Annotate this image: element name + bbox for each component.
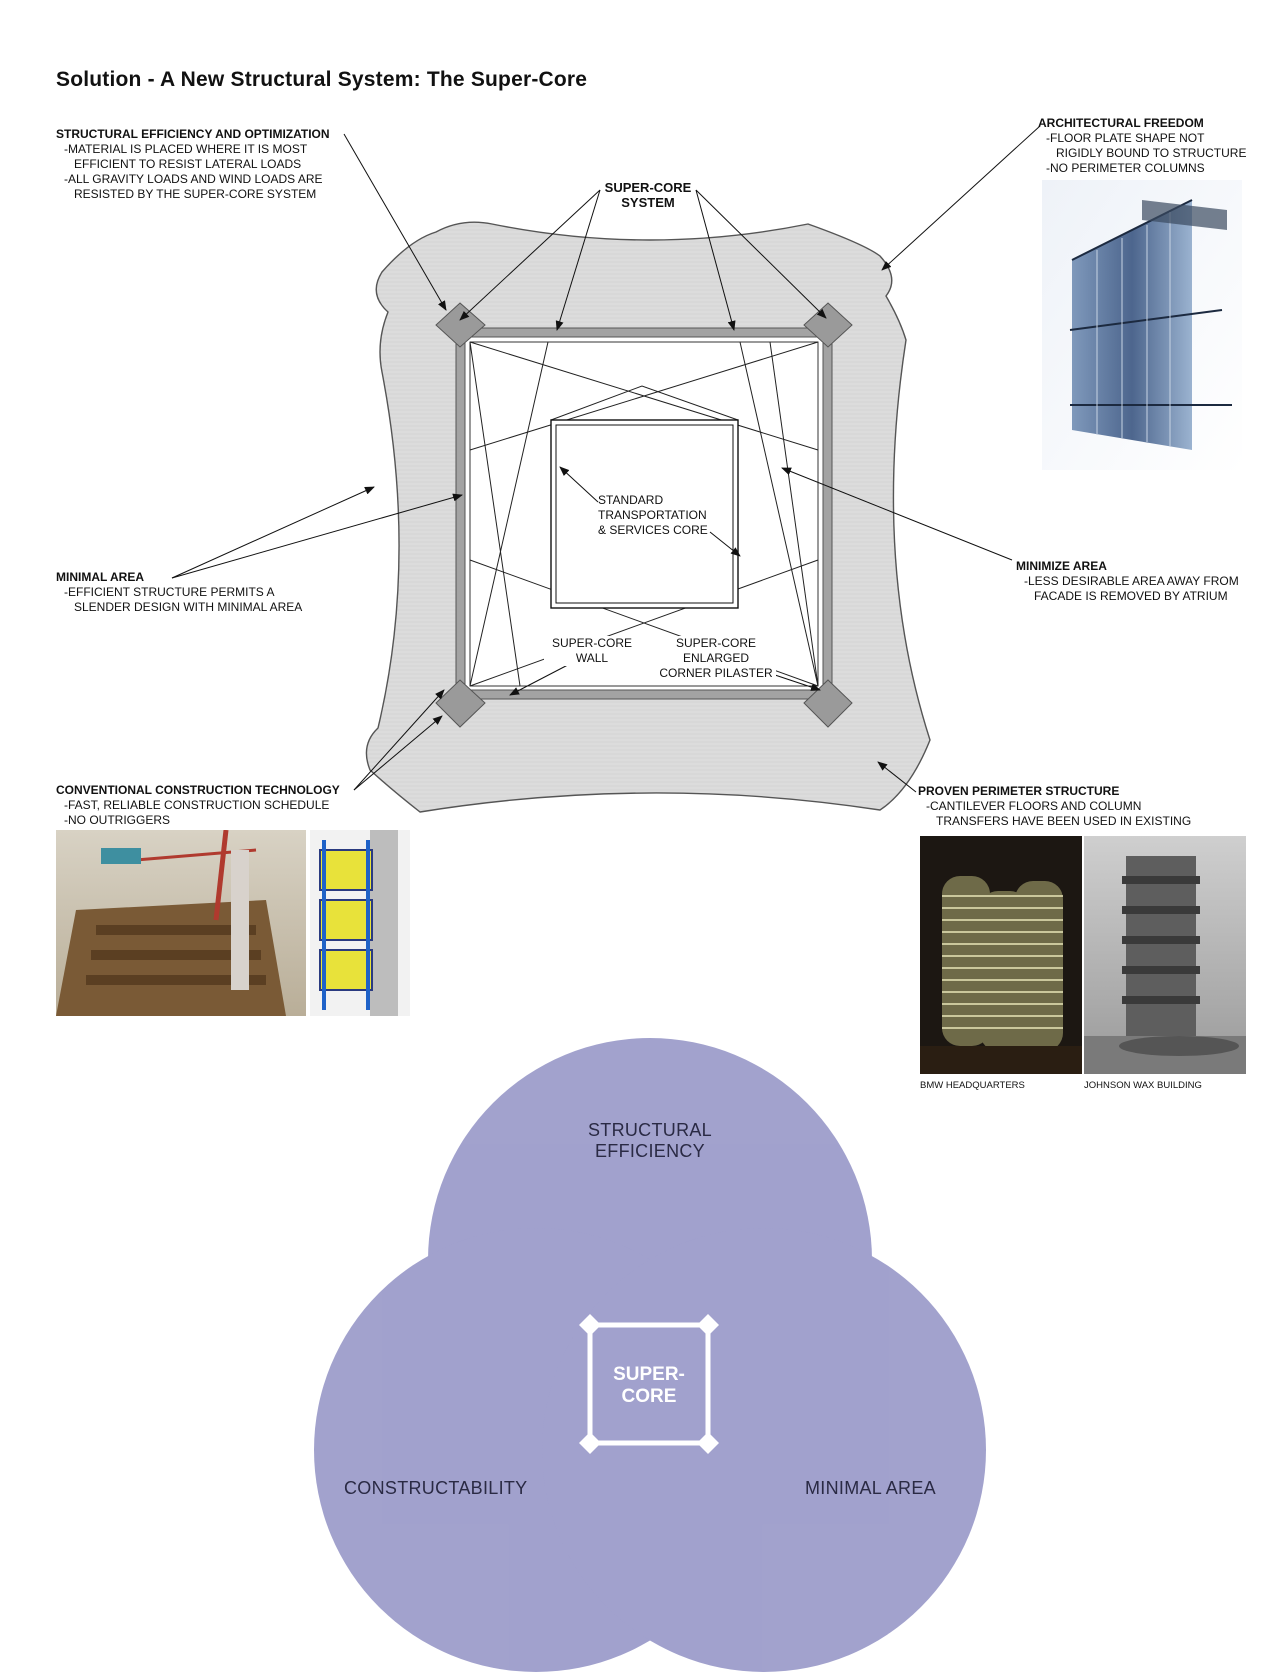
venn-label-structural-efficiency: STRUCTURAL EFFICIENCY [587,1120,712,1161]
venn-label-super-core: SUPER- CORE [613,1364,685,1407]
caption-bmw: BMW HEADQUARTERS [920,1080,1025,1091]
note-conventional-construction: CONVENTIONAL CONSTRUCTION TECHNOLOGY -FA… [56,783,340,827]
venn-circle-structural-efficiency [428,1038,872,1482]
venn-label-minimal-area: MINIMAL AREA [805,1478,936,1498]
page-title: Solution - A New Structural System: The … [56,68,588,91]
label-super-core-system: SUPER-CORE SYSTEM [604,180,692,210]
johnson-wax-photo [1084,836,1246,1074]
label-corner-pilaster: SUPER-CORE ENLARGED CORNER PILASTER [656,636,776,681]
bmw-headquarters-photo [920,836,1082,1074]
super-core-plan-diagram [171,125,1041,813]
corner-pilaster [435,302,853,728]
formwork-illustration [310,830,410,1016]
label-standard-core: STANDARD TRANSPORTATION & SERVICES CORE [598,493,708,537]
note-minimize-area: MINIMIZE AREA -LESS DESIRABLE AREA AWAY … [1016,559,1239,603]
note-structural-efficiency: STRUCTURAL EFFICIENCY AND OPTIMIZATION -… [56,127,330,201]
caption-johnson-wax: JOHNSON WAX BUILDING [1084,1080,1202,1091]
standard-core-box [550,419,739,609]
note-proven-perimeter: PROVEN PERIMETER STRUCTURE -CANTILEVER F… [918,784,1192,828]
bracing-lines [469,341,819,687]
label-super-core-wall: SUPER-CORE WALL [544,636,640,666]
facade-photo [1042,180,1242,470]
venn-label-constructability: CONSTRUCTABILITY [344,1478,528,1498]
construction-photo [56,830,306,1016]
note-minimal-area: MINIMAL AREA -EFFICIENT STRUCTURE PERMIT… [56,570,303,614]
venn-circle-constructability [314,1228,758,1672]
leader-lines [171,125,1041,793]
venn-circle-minimal-area [542,1228,986,1672]
note-architectural-freedom: ARCHITECTURAL FREEDOM -FLOOR PLATE SHAPE… [1038,116,1247,175]
